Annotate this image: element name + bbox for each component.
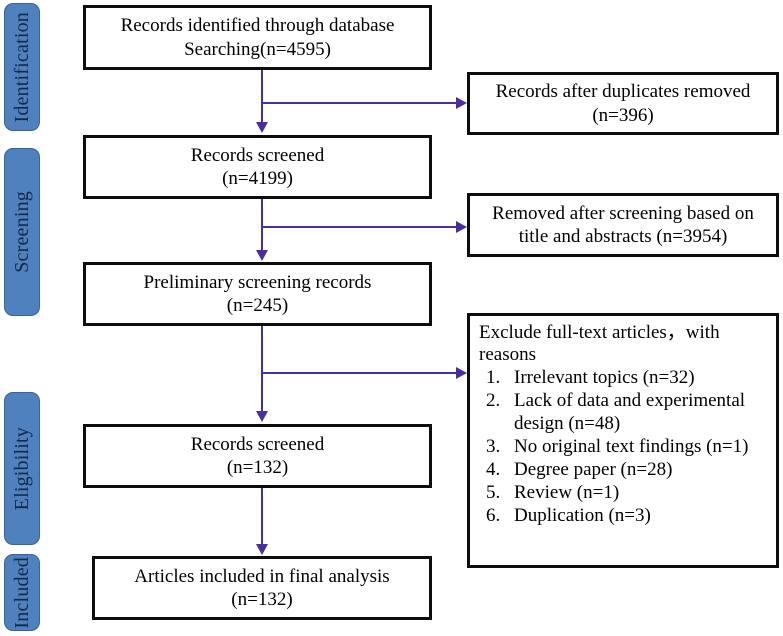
connector-preliminary-to-screened2	[261, 325, 263, 413]
exclusion-reason-item: Review (n=1)	[505, 482, 770, 505]
box-articles-included-final[interactable]: Articles included in final analysis (n=1…	[92, 556, 432, 620]
box-removed-after-screening-text: Removed after screening based on title a…	[492, 202, 754, 247]
box-exclusion-reasons[interactable]: Exclude full-text articles，with reasons …	[467, 313, 779, 568]
arrowhead-right-duplicates	[456, 97, 467, 109]
box-records-after-duplicates-removed-text: Records after duplicates removed (n=396)	[495, 81, 751, 126]
connector-identified-to-duplicates	[261, 102, 457, 104]
exclusion-reason-item: No original text findings (n=1)	[505, 436, 770, 459]
phase-tab-screening-label: Screening	[11, 191, 33, 273]
arrowhead-down-screened2	[256, 411, 268, 422]
box-exclusion-reasons-heading: Exclude full-text articles，with reasons	[479, 322, 720, 366]
box-records-identified[interactable]: Records identified through database Sear…	[83, 5, 432, 70]
phase-tab-included-label: Included	[11, 556, 33, 629]
arrowhead-down-preliminary	[256, 250, 268, 261]
phase-tab-eligibility[interactable]: Eligibility	[4, 392, 40, 545]
exclusion-reasons-list: Irrelevant topics (n=32) Lack of data an…	[479, 367, 770, 528]
phase-tab-identification[interactable]: Identification	[4, 3, 40, 131]
connector-preliminary-to-exclusions	[261, 372, 457, 374]
box-removed-after-screening[interactable]: Removed after screening based on title a…	[467, 193, 779, 257]
box-records-identified-text: Records identified through database Sear…	[120, 15, 395, 60]
box-records-screened-2-text: Records screened (n=132)	[190, 433, 325, 478]
exclusion-reason-item: Duplication (n=3)	[505, 505, 770, 528]
connector-screened2-to-included	[261, 488, 263, 546]
phase-tab-included[interactable]: Included	[4, 554, 40, 631]
box-records-screened-1-text: Records screened (n=4199)	[190, 144, 325, 189]
arrowhead-down-screened1	[256, 122, 268, 133]
exclusion-reason-item: Degree paper (n=28)	[505, 459, 770, 482]
exclusion-reason-item: Irrelevant topics (n=32)	[505, 367, 770, 390]
box-preliminary-screening-records-text: Preliminary screening records (n=245)	[143, 271, 372, 316]
connector-identified-to-screened1	[261, 70, 263, 124]
box-records-screened-1[interactable]: Records screened (n=4199)	[83, 135, 432, 199]
arrowhead-right-removed	[456, 221, 467, 233]
connector-screened1-to-preliminary	[261, 198, 263, 252]
exclusion-reason-item: Lack of data and experimental design (n=…	[505, 390, 770, 436]
phase-tab-identification-label: Identification	[11, 11, 33, 123]
box-preliminary-screening-records[interactable]: Preliminary screening records (n=245)	[83, 262, 432, 326]
arrowhead-down-included	[256, 544, 268, 555]
box-records-screened-2[interactable]: Records screened (n=132)	[83, 424, 432, 488]
phase-tab-screening[interactable]: Screening	[4, 148, 40, 316]
phase-tab-eligibility-label: Eligibility	[11, 426, 33, 511]
connector-screened1-to-removed	[261, 226, 457, 228]
box-records-after-duplicates-removed[interactable]: Records after duplicates removed (n=396)	[467, 72, 779, 135]
box-articles-included-final-text: Articles included in final analysis (n=1…	[134, 565, 390, 610]
arrowhead-right-exclusions	[456, 367, 467, 379]
